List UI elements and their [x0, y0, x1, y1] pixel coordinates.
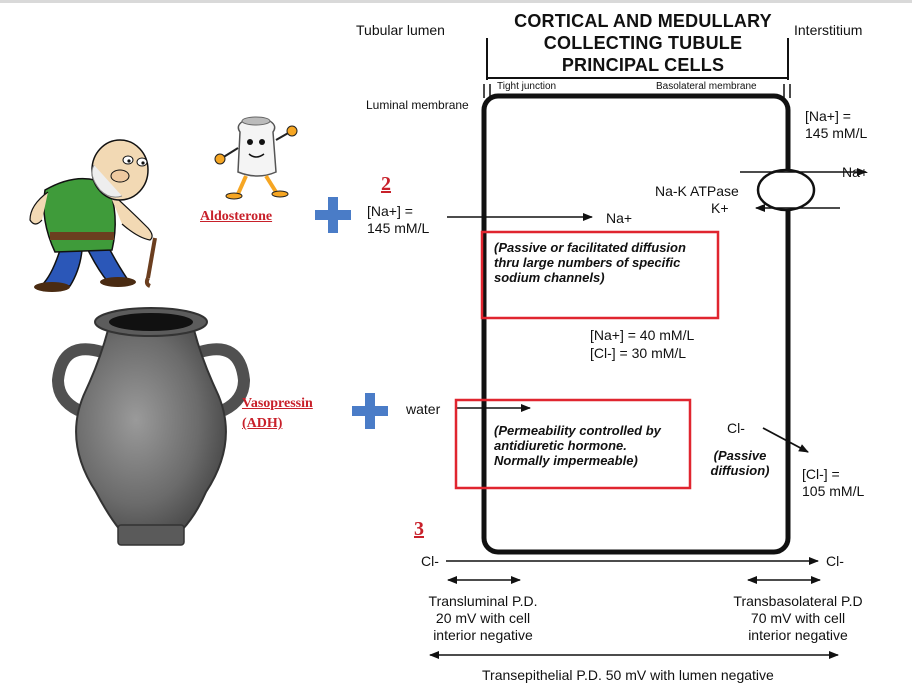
tight-junction-label: Tight junction [497, 81, 557, 92]
old-man-icon [29, 139, 157, 292]
na-out-label: Na+ [842, 164, 869, 180]
step-2-marker: 2 [381, 173, 391, 195]
tubular-lumen-label: Tubular lumen [356, 22, 445, 38]
step-3-marker: 3 [414, 518, 424, 540]
transbasolateral-pd-label: Transbasolateral P.D 70 mV with cell int… [733, 593, 863, 643]
sodium-channel-highlight [480, 230, 720, 320]
cl-diffusion-arrow [762, 427, 809, 453]
top-border [0, 0, 912, 3]
vasopressin-label: Vasopressin (ADH) [242, 396, 313, 431]
title-line-2: COLLECTING TUBULE [543, 33, 743, 53]
passive-diffusion-note: (Passive diffusion) [710, 448, 770, 478]
amphora-icon [51, 307, 251, 546]
luminal-membrane-label: Luminal membrane [366, 98, 469, 112]
transluminal-pd-label: Transluminal P.D. 20 mV with cell interi… [428, 593, 538, 643]
transepithelial-pd-label: Transepithelial P.D. 50 mV with lumen ne… [482, 667, 774, 683]
cl-lumen-label: Cl- [421, 553, 439, 569]
salt-shaker-icon [214, 116, 298, 200]
cell-cl-concentration: [Cl-] = 30 mM/L [590, 345, 687, 361]
principal-cell-outline [481, 93, 791, 555]
diagram-title: CORTICAL AND MEDULLARY COLLECTING TUBULE… [478, 10, 808, 76]
cl-interstitium-label: Cl- [826, 553, 844, 569]
basolateral-membrane-label: Basolateral membrane [656, 81, 757, 92]
water-label: water [406, 401, 441, 417]
na-k-pump [740, 168, 867, 212]
title-line-1: CORTICAL AND MEDULLARY [514, 11, 772, 31]
title-line-3: PRINCIPAL CELLS [561, 55, 725, 75]
k-in-label: K+ [711, 200, 729, 216]
water-permeability-highlight [454, 398, 692, 490]
title-bracket [486, 38, 789, 80]
na-k-atpase-label: Na-K ATPase [655, 183, 739, 199]
cell-na-concentration: [Na+] = 40 mM/L [590, 327, 695, 343]
plus-icon [315, 197, 351, 233]
interstitium-na-concentration: [Na+] = 145 mM/L [805, 108, 868, 141]
na-in-cell-label: Na+ [606, 210, 633, 226]
interstitium-cl-concentration: [Cl-] = 105 mM/L [802, 466, 865, 499]
lumen-na-concentration: [Na+] = 145 mM/L [367, 203, 430, 236]
aldosterone-label: Aldosterone [200, 209, 273, 224]
sodium-channel-note: (Passive or facilitated diffusion thru l… [494, 240, 686, 285]
plus-icon [352, 393, 388, 429]
interstitium-label: Interstitium [794, 22, 863, 38]
cl-in-cell-label: Cl- [727, 420, 745, 436]
water-permeability-note: (Permeability controlled by antidiuretic… [494, 423, 661, 468]
